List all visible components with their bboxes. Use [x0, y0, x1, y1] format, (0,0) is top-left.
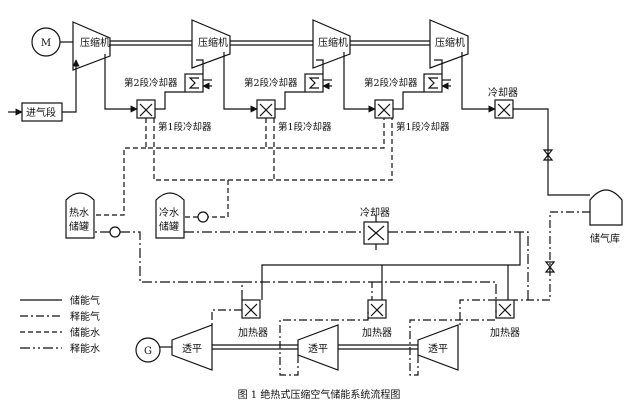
release-cooler-label: 冷却器	[360, 206, 390, 219]
legend	[20, 299, 62, 349]
heater-label-2: 加热器	[362, 326, 392, 339]
turbine-label-1: 透平	[182, 343, 202, 355]
hot-tank-label-1: 热水	[69, 206, 89, 219]
turbine-1	[171, 324, 213, 371]
turbine-label-3: 透平	[428, 343, 448, 355]
heater-label-1: 加热器	[238, 326, 268, 339]
heater-label-3: 加热器	[490, 326, 520, 339]
turbine-label-2: 透平	[308, 343, 328, 355]
legend-label-2: 释能气	[70, 310, 100, 323]
compressor-label-4: 压缩机	[435, 36, 465, 49]
compressor-label-1: 压缩机	[80, 36, 110, 49]
generator	[135, 337, 161, 363]
hot-water-tank	[65, 192, 95, 239]
stage1-cooler-label-1: 第1段冷却器	[158, 121, 212, 133]
compressor-2	[191, 19, 231, 69]
heater-3	[495, 299, 515, 319]
stage1-cooler-label-3: 第1段冷却器	[396, 121, 450, 133]
stage1-cooler-3	[374, 99, 394, 119]
compressor-label-2: 压缩机	[198, 36, 228, 49]
cold-tank-label-2: 储罐	[159, 220, 179, 233]
stage2-cooler-label-1: 第2段冷却器	[124, 77, 178, 89]
cold-tank-label-1: 冷水	[159, 206, 179, 219]
release-cooler	[363, 221, 389, 245]
figure-caption: 图 1 绝热式压缩空气储能系统流程图	[238, 388, 401, 401]
stage1-cooler-2	[256, 99, 276, 119]
legend-label-1: 储能气	[70, 294, 100, 307]
heater-2	[367, 299, 387, 319]
stage2-cooler-label-3: 第2段冷却器	[364, 77, 418, 89]
air-store	[589, 189, 623, 226]
compressor-label-3: 压缩机	[318, 36, 348, 49]
stage2-cooler-3	[423, 73, 443, 93]
heater-1	[241, 299, 261, 319]
hot-tank-label-2: 储罐	[69, 220, 89, 233]
final-cooler-label: 冷却器	[488, 86, 518, 99]
compressor-3	[312, 19, 351, 69]
motor-label: M	[41, 38, 51, 49]
stage1-cooler-1	[136, 99, 156, 119]
compressor-4	[429, 19, 469, 69]
compressor-1	[72, 21, 111, 71]
generator-label: G	[144, 346, 152, 357]
turbine-2	[297, 324, 339, 371]
air-store-label: 储气库	[590, 232, 620, 245]
legend-label-3: 储能水	[70, 326, 100, 339]
stage2-cooler-2	[304, 73, 324, 93]
stage2-cooler-label-2: 第2段冷却器	[244, 77, 298, 89]
turbine-3	[417, 324, 459, 371]
stage1-cooler-label-2: 第1段冷却器	[278, 121, 332, 133]
legend-label-4: 释能水	[70, 342, 100, 355]
stage2-cooler-1	[184, 73, 204, 93]
intake-label: 进气段	[26, 106, 56, 119]
final-cooler	[494, 99, 514, 119]
